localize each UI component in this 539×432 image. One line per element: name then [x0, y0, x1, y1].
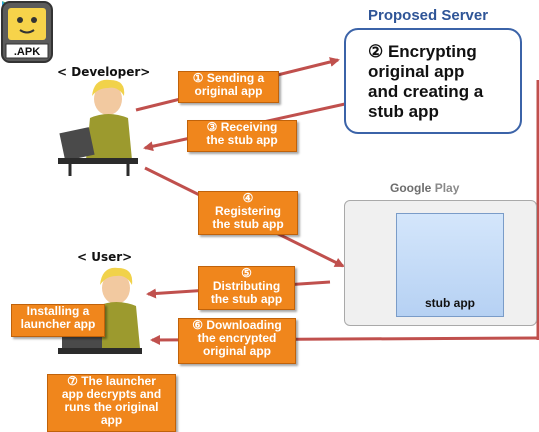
step-5-line: Distributing [212, 279, 281, 293]
stub-app-label: stub app [425, 296, 475, 310]
server-line: stub app [368, 102, 439, 121]
install-line: Installing a [26, 304, 90, 318]
step-7-line: app decrypts and [61, 387, 162, 401]
server-title: Proposed Server [368, 7, 489, 24]
server-line: and creating a [368, 82, 484, 101]
step-6-box: ⑥ Downloading the encrypted original app [178, 318, 296, 364]
step-4-box: ④ Registering the stub app [198, 191, 298, 235]
step-1-line: ① Sending a [192, 71, 265, 85]
google-play-logo-text: Google Play [390, 181, 459, 195]
step-5-box: ⑤ Distributing the stub app [198, 266, 295, 310]
step-4-line: ④ [242, 191, 254, 205]
apk-card [396, 213, 504, 317]
apk-badge: .APK [14, 46, 40, 58]
server-line: original app [368, 62, 465, 81]
user-label: < User> [77, 250, 133, 264]
developer-label: < Developer> [57, 65, 151, 79]
play-word: Play [434, 181, 460, 195]
step-5-line: ⑤ [241, 266, 252, 280]
step-5-line: the stub app [210, 292, 283, 306]
step-6-line: ⑥ Downloading [192, 318, 282, 332]
developer-figure [58, 79, 138, 176]
step-1-box: ① Sending a original app [178, 71, 279, 103]
user-figure [58, 267, 142, 354]
step-4-line: Registering [214, 204, 281, 218]
step-4-line: the stub app [212, 217, 284, 231]
server-line: ② Encrypting [368, 42, 477, 61]
step-1-line: original app [194, 84, 263, 98]
step-7-box: ⑦ The launcher app decrypts and runs the… [47, 374, 176, 432]
install-launcher-box: Installing a launcher app [11, 304, 105, 337]
step-7-line: ⑦ The launcher [67, 374, 156, 388]
apk-icon: .APK [1, 1, 53, 63]
step-7-line: app [100, 413, 123, 427]
server-box: ② Encrypting original app and creating a… [344, 28, 522, 134]
step-6-line: original app [202, 344, 271, 358]
step-3-box: ③ Receiving the stub app [187, 120, 297, 152]
step-7-line: runs the original [64, 400, 159, 414]
install-line: launcher app [20, 317, 96, 331]
step-3-line: ③ Receiving [206, 120, 278, 134]
step-3-line: the stub app [206, 133, 278, 147]
step-6-line: the encrypted [197, 331, 277, 345]
google-word: Google [390, 181, 432, 195]
